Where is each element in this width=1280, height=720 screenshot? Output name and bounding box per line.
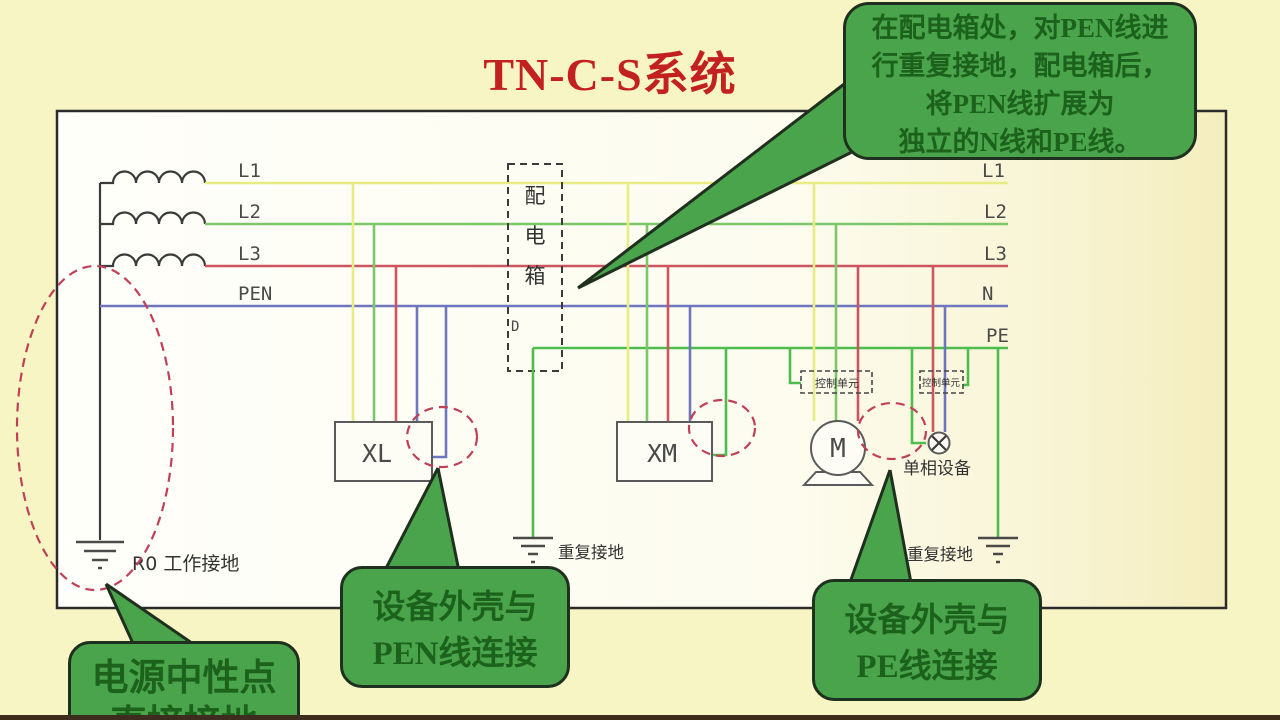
drop-m-pe [788,348,801,385]
callout-line: 在配电箱处，对PEN线进 [871,13,1169,43]
repeat-ground-mid-label: 重复接地 [558,543,624,562]
winding-coil-l2 [100,211,207,226]
callout-line: PEN线连接 [372,636,538,672]
callout-pen-explanation: 在配电箱处，对PEN线进 行重复接地，配电箱后， 将PEN线扩展为 独立的N线和… [843,2,1197,160]
distribution-box-sub-label: D [511,319,519,335]
working-ground-label: R0 工作接地 [132,553,239,575]
label-l3-load: L3 [984,243,1007,265]
single-phase-device-cross [931,435,947,451]
device-xl-label: XL [362,439,392,468]
callout-line: 独立的N线和PE线。 [898,127,1142,157]
callout-line: 设备外壳与 [372,590,538,626]
callout-pe-shell: 设备外壳与 PE线连接 [812,579,1042,701]
device-xm-box [616,421,713,482]
label-n-load: N [982,283,993,305]
highlight-motor-pe-connection [856,401,928,461]
repeat-ground-right-symbol [978,536,1018,564]
label-l2-load: L2 [984,201,1007,223]
pen-explain-tail-edge [577,76,853,290]
bottom-edge-strip [0,715,1280,720]
pen-shell-tail-edge [380,467,462,577]
distribution-box-char-1: 配 [525,184,546,208]
distribution-box-char-3: 箱 [525,264,546,288]
working-ground-symbol [76,540,124,570]
highlight-neutral-earthing [15,264,175,592]
highlight-xm-pe-connection [687,398,757,458]
label-pe-load: PE [986,325,1009,347]
callout-line: PE线连接 [856,649,998,685]
drop-xl-shell-pen [432,306,448,459]
repeat-ground-mid-symbol [513,536,553,564]
single-phase-device-label: 单相设备 [903,459,971,479]
callout-neutral-ground: 电源中性点 直接接地 [68,641,300,720]
device-xl-box [334,421,433,482]
control-unit-1-label: 控制单元 [815,376,859,390]
callout-line: 电源中性点 [91,658,277,699]
drop-sp-shell-pe [910,348,926,445]
label-l1-load: L1 [982,160,1005,182]
neutral-callout-tail-edge [104,582,203,652]
device-xm-label: XM [647,439,677,468]
callout-pen-shell: 设备外壳与 PEN线连接 [340,566,570,688]
distribution-box-char-2: 电 [525,224,546,248]
highlight-xl-pen-connection [405,405,479,469]
label-l3-source: L3 [238,243,261,265]
winding-coil-l1 [100,170,207,185]
drop-ctrl2-pe [963,348,970,387]
motor-label: M [830,434,846,464]
diagram-frame [55,109,1228,610]
pe-shell-tail [848,470,912,588]
callout-line: 行重复接地，配电箱后， [871,51,1169,81]
callout-line: 将PEN线扩展为 [925,89,1115,119]
pen-shell-tail [382,468,460,576]
repeat-ground-right-label: 重复接地 [907,545,973,564]
distribution-box [507,163,563,372]
pe-shell-tail-edge [846,469,914,589]
page-title: TN-C-S系统 [483,49,737,100]
label-l2-source: L2 [238,201,261,223]
winding-coil-l3 [100,253,207,268]
callout-line: 设备外壳与 [844,603,1010,639]
control-unit-2-label: 控制单元 [922,377,961,389]
label-pen-source: PEN [238,283,272,305]
label-l1-source: L1 [238,160,261,182]
control-unit-1-box [800,370,873,394]
